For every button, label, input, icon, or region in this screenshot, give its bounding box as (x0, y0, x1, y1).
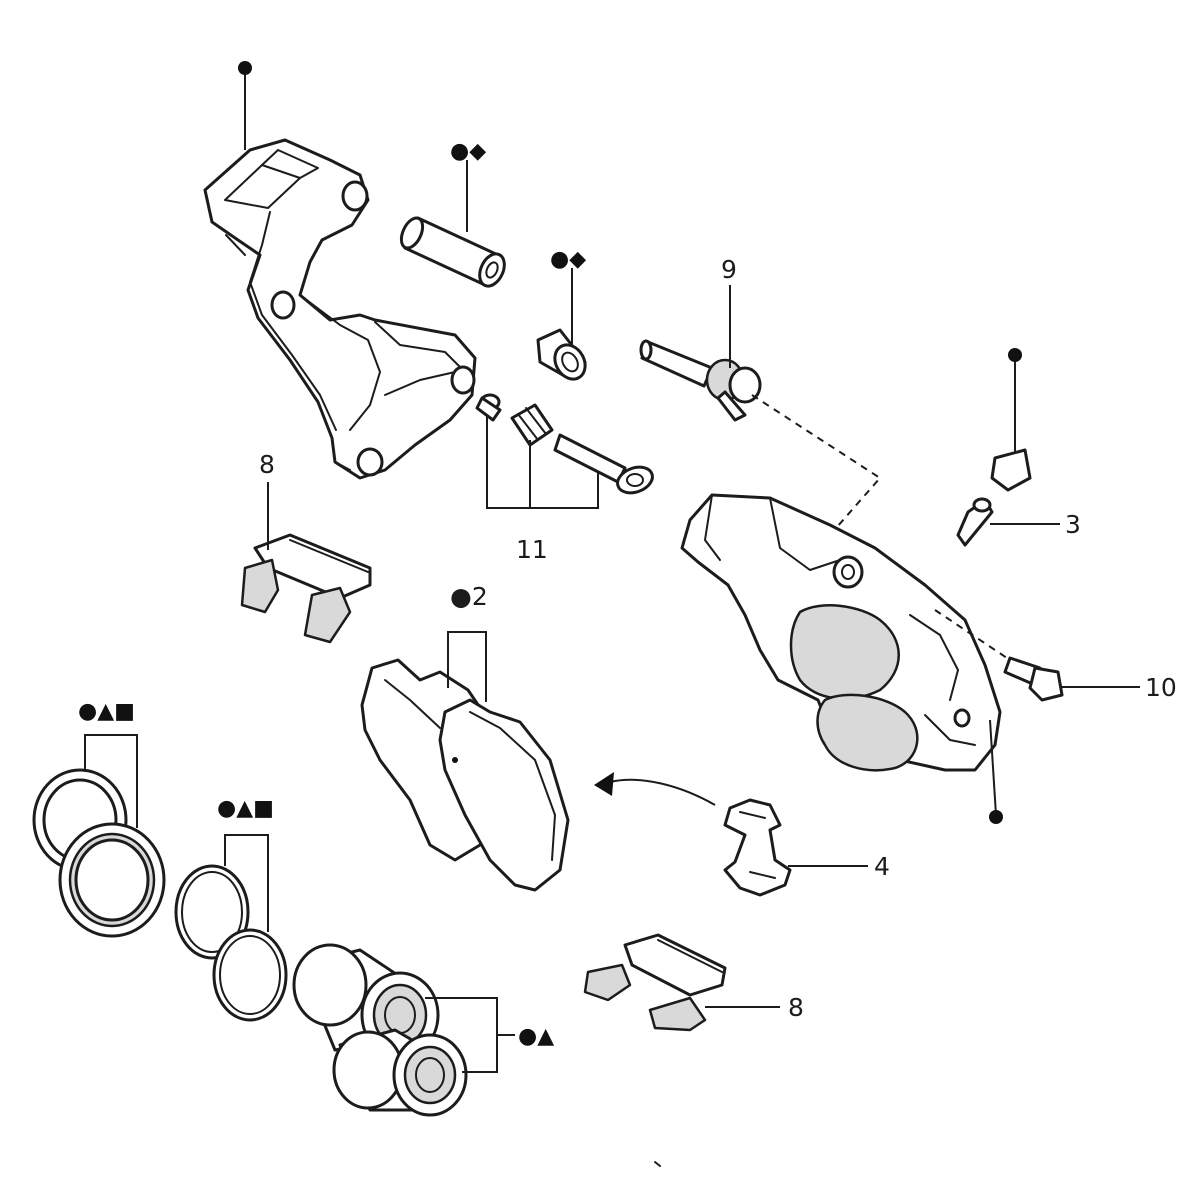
callout-3: 3 (1065, 510, 1081, 539)
callout-9: 9 (721, 255, 737, 284)
pad-clip-upper (240, 533, 372, 644)
pad-clip-lower (583, 933, 727, 1032)
caliper-bolt (1003, 656, 1064, 702)
inner-seals-symbol: ●▲■ (217, 796, 274, 821)
callout-10: 10 (1145, 673, 1177, 702)
outer-seals-symbol: ●▲■ (78, 699, 135, 724)
cap-marker-dot (1008, 348, 1022, 362)
guide-bolt (639, 339, 762, 422)
boot-symbol: ●◆ (550, 247, 586, 272)
dust-boots (32, 768, 166, 938)
pistons (292, 943, 468, 1117)
piston-seals (174, 864, 288, 1022)
callout-2: ●2 (450, 582, 488, 611)
bracket-marker-dot (238, 61, 252, 75)
anti-rattle-spring (723, 798, 792, 897)
caliper-body (680, 493, 1002, 772)
callout-8-upper: 8 (259, 450, 275, 479)
callout-4: 4 (874, 852, 890, 881)
callout-8-lower: 8 (788, 993, 804, 1022)
guide-pin-kit (475, 393, 654, 495)
callout-11: 11 (516, 535, 548, 564)
install-direction-arrow (594, 772, 716, 806)
sleeve-symbol: ●◆ (450, 139, 486, 164)
stray-mark (654, 1161, 661, 1167)
bleeder-screw (956, 448, 1032, 547)
brake-pads (360, 658, 570, 892)
caliper-bracket (203, 138, 477, 480)
pistons-symbol: ●▲ (518, 1024, 554, 1049)
guide-pin-sleeve (399, 216, 506, 288)
caliper-marker-dot (989, 810, 1003, 824)
guide-pin-boot (536, 328, 587, 381)
